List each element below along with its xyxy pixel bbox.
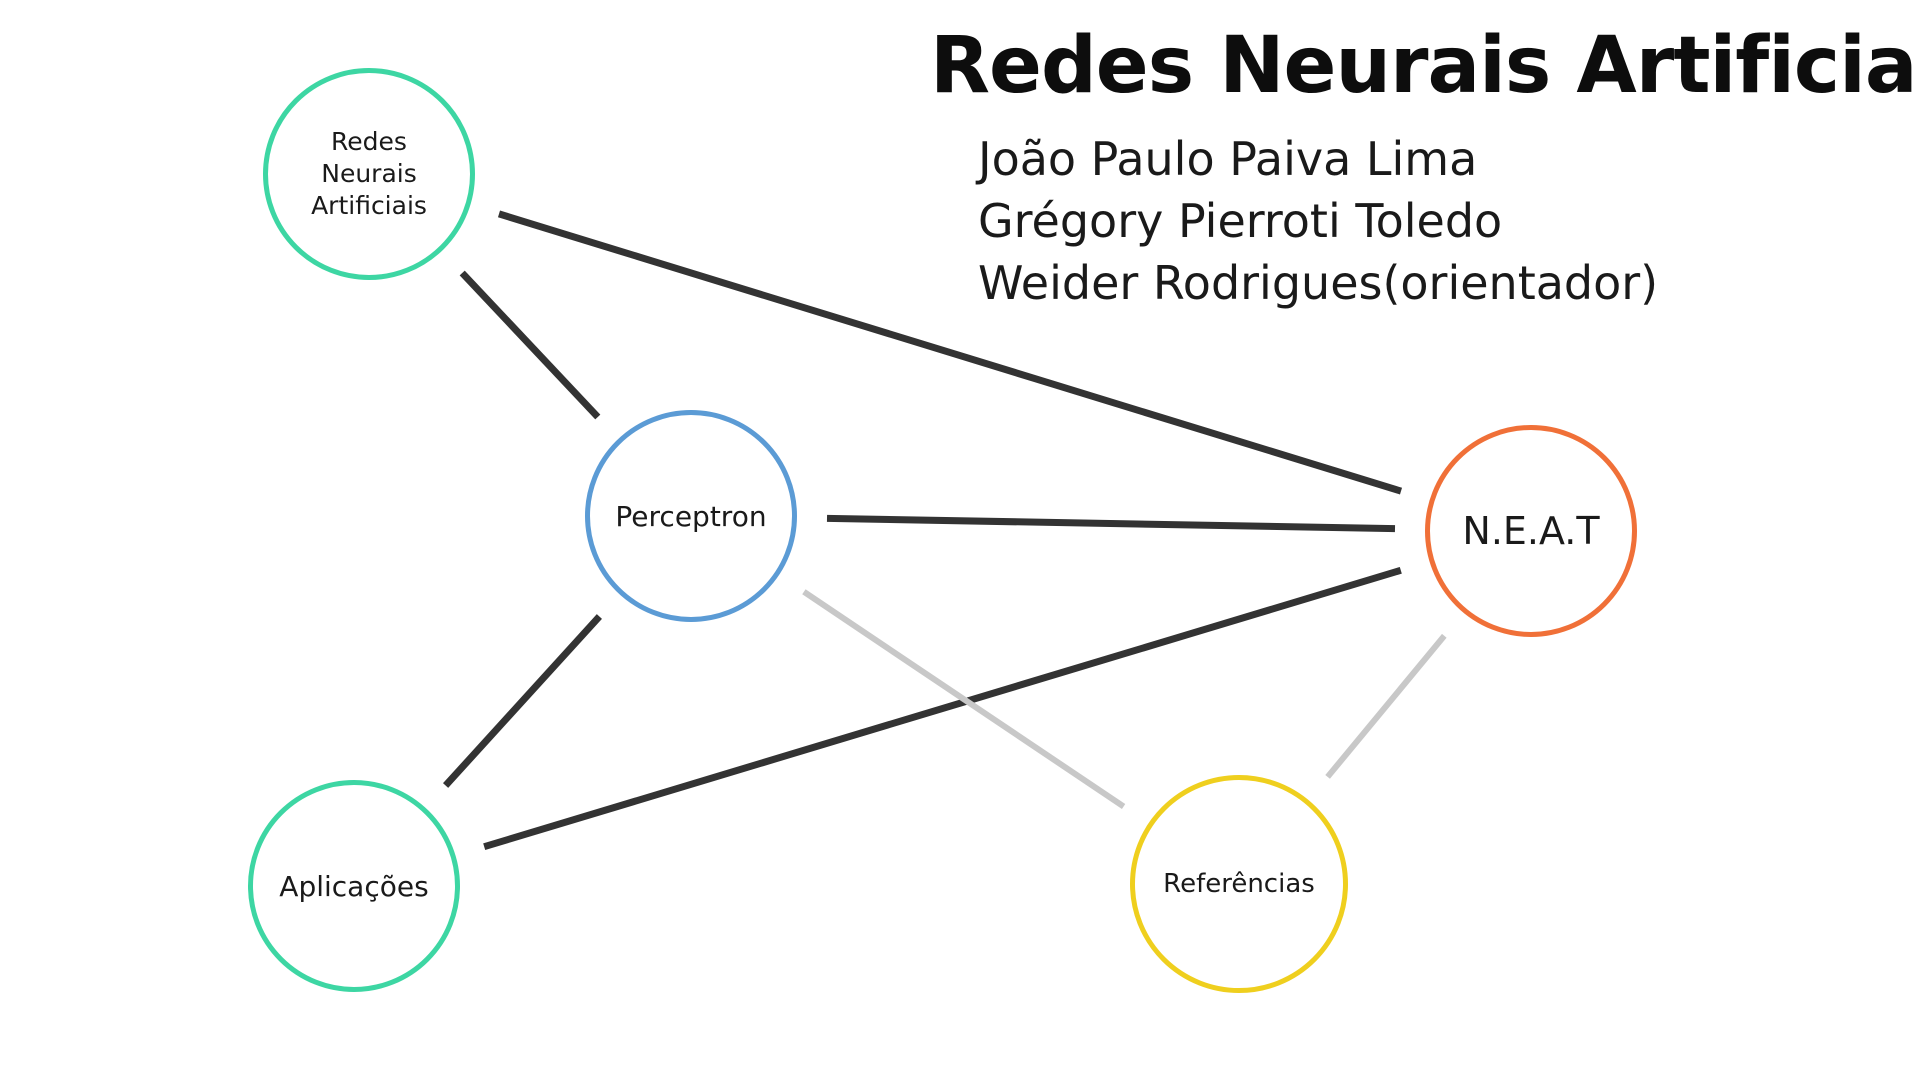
- node-aplicacoes[interactable]: Aplicações: [248, 780, 460, 992]
- page-title: Redes Neurais Artificiais: [930, 21, 1920, 111]
- node-neat-label: N.E.A.T: [1462, 509, 1600, 553]
- node-aplicacoes-label: Aplicações: [279, 869, 429, 903]
- authors-list: João Paulo Paiva Lima Grégory Pierroti T…: [978, 128, 1878, 314]
- edge-perceptron-referencias: [802, 589, 1126, 809]
- author-3-advisor: Weider Rodrigues(orientador): [978, 256, 1659, 310]
- node-redes-label-line-2: Neurais: [321, 159, 417, 188]
- edge-perceptron-neat: [826, 514, 1396, 533]
- author-2: Grégory Pierroti Toledo: [978, 194, 1503, 248]
- node-redes-label: Redes Neurais Artificiais: [294, 126, 444, 222]
- node-neat[interactable]: N.E.A.T: [1425, 425, 1637, 637]
- node-perceptron[interactable]: Perceptron: [585, 410, 797, 622]
- node-perceptron-label: Perceptron: [615, 499, 767, 533]
- node-redes-label-line-3: Artificiais: [311, 191, 427, 220]
- edge-neat-referencias: [1325, 633, 1447, 779]
- author-1: João Paulo Paiva Lima: [978, 132, 1478, 186]
- node-referencias[interactable]: Referências: [1130, 775, 1348, 993]
- edge-redes-neat: [497, 210, 1403, 495]
- node-redes-label-line-1: Redes: [331, 127, 407, 156]
- edge-aplicacoes-neat: [483, 566, 1402, 851]
- node-referencias-label: Referências: [1163, 869, 1315, 899]
- node-redes-neurais-artificiais[interactable]: Redes Neurais Artificiais: [263, 68, 475, 280]
- edge-redes-perceptron: [459, 270, 601, 420]
- edge-perceptron-aplicacoes: [443, 614, 602, 788]
